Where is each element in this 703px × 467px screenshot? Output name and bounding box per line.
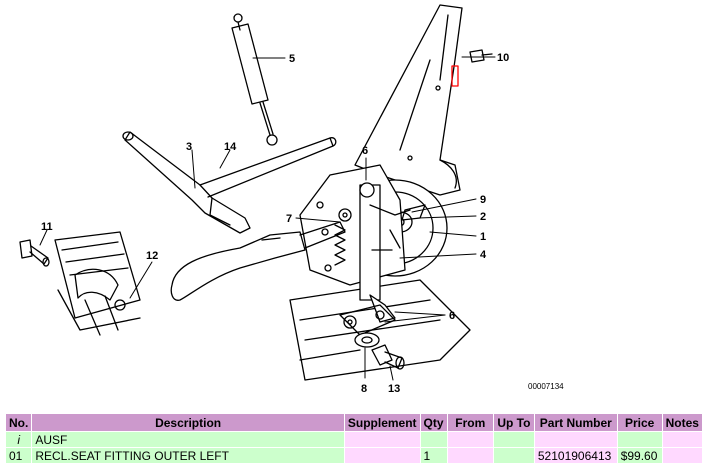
drawing-code: 00007134 xyxy=(528,382,564,391)
row-description[interactable]: RECL.SEAT FITTING OUTER LEFT xyxy=(32,448,344,463)
connecting-rods-drawing xyxy=(122,131,337,234)
parts-diagram: 1 2 3 4 5 6 6 7 8 9 10 11 12 13 14 00007… xyxy=(19,4,564,395)
col-up-to: Up To xyxy=(493,414,534,431)
bolts-drawing xyxy=(19,49,493,370)
row-description: AUSF xyxy=(32,432,344,447)
callout-10[interactable]: 10 xyxy=(497,52,509,64)
seat-rail-drawing xyxy=(54,231,471,381)
callout-4[interactable]: 4 xyxy=(480,249,487,261)
table-row: i AUSF xyxy=(6,432,702,447)
col-description: Description xyxy=(32,414,344,431)
row-price xyxy=(617,432,662,447)
row-notes xyxy=(662,448,702,463)
callout-1[interactable]: 1 xyxy=(480,231,486,243)
callout-8[interactable]: 8 xyxy=(361,383,367,395)
callout-14[interactable]: 14 xyxy=(224,141,237,153)
callout-6-lower[interactable]: 6 xyxy=(449,310,455,322)
callout-13[interactable]: 13 xyxy=(388,383,400,395)
row-from xyxy=(447,448,493,463)
row-up-to xyxy=(493,448,534,463)
callout-3[interactable]: 3 xyxy=(186,141,192,153)
callout-labels: 1 2 3 4 5 6 6 7 8 9 10 11 12 13 14 00007… xyxy=(41,52,564,395)
col-part-number: Part Number xyxy=(534,414,617,431)
row-part-number[interactable]: 52101906413 xyxy=(534,448,617,463)
row-price: $99.60 xyxy=(617,448,662,463)
callout-5[interactable]: 5 xyxy=(289,53,295,65)
gas-strut-drawing xyxy=(231,13,278,146)
row-part-number xyxy=(534,432,617,447)
parts-table: No. Description Supplement Qty From Up T… xyxy=(5,413,703,464)
callout-6-upper[interactable]: 6 xyxy=(362,145,368,157)
callout-leaders xyxy=(39,56,496,381)
row-supplement xyxy=(344,432,420,447)
row-from xyxy=(447,432,493,447)
release-lever-drawing xyxy=(170,221,346,301)
col-supplement: Supplement xyxy=(344,414,420,431)
row-qty xyxy=(420,432,447,447)
row-up-to xyxy=(493,432,534,447)
col-price: Price xyxy=(617,414,662,431)
col-no: No. xyxy=(6,414,32,431)
parts-table-header: No. Description Supplement Qty From Up T… xyxy=(6,414,702,431)
col-notes: Notes xyxy=(662,414,702,431)
col-from: From xyxy=(447,414,493,431)
callout-12[interactable]: 12 xyxy=(146,250,158,262)
row-notes xyxy=(662,432,702,447)
callout-11[interactable]: 11 xyxy=(41,221,53,233)
callout-9[interactable]: 9 xyxy=(480,194,486,206)
row-qty: 1 xyxy=(420,448,447,463)
col-qty: Qty xyxy=(420,414,447,431)
row-no: 01 xyxy=(6,448,32,463)
table-row[interactable]: 01 RECL.SEAT FITTING OUTER LEFT 1 521019… xyxy=(6,448,702,463)
row-no: i xyxy=(6,432,32,447)
recliner-mechanism-drawing xyxy=(299,164,448,348)
callout-7[interactable]: 7 xyxy=(286,213,292,225)
row-supplement xyxy=(344,448,420,463)
callout-2[interactable]: 2 xyxy=(480,211,486,223)
